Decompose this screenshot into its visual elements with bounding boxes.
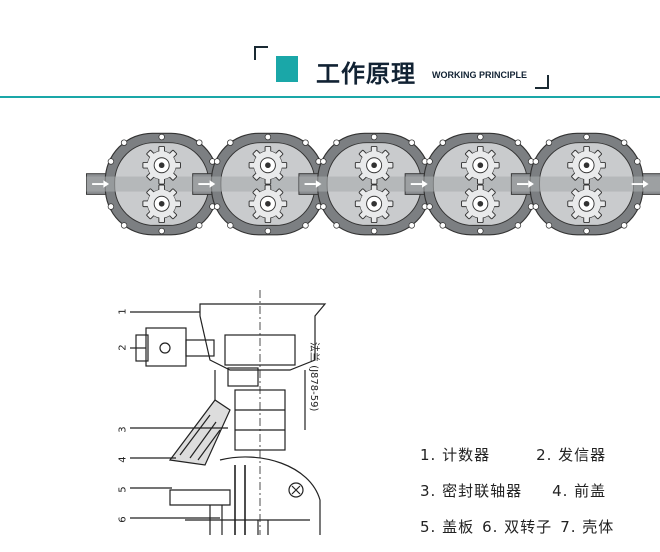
part-number-1: 1 bbox=[117, 308, 129, 315]
legend-item-counter: 1. 计数器 bbox=[420, 446, 491, 464]
legend-row: 1. 计数器 2. 发信器 bbox=[420, 444, 614, 480]
title-english: WORKING PRINCIPLE bbox=[432, 70, 528, 80]
flange-label: 法兰 (J878-59) bbox=[308, 342, 319, 412]
legend-item-transmitter: 2. 发信器 bbox=[536, 446, 607, 464]
header-divider bbox=[0, 96, 660, 98]
pump-stage-5 bbox=[511, 133, 660, 235]
accent-square-icon bbox=[276, 56, 298, 82]
bracket-right-decoration bbox=[535, 75, 549, 89]
legend-item-seal-coupling: 3. 密封联轴器 bbox=[420, 482, 523, 500]
parts-legend: 1. 计数器 2. 发信器 3. 密封联轴器 4. 前盖 5. 盖板 6. 双转子 7.… bbox=[420, 444, 614, 552]
working-principle-stages bbox=[0, 122, 660, 262]
part-number-3: 3 bbox=[117, 426, 129, 433]
part-number-4: 4 bbox=[117, 456, 129, 463]
legend-item-dual-rotor: 6. 双转子 bbox=[482, 518, 553, 536]
legend-item-cover-plate: 5. 盖板 bbox=[420, 518, 475, 536]
legend-item-front-cover: 4. 前盖 bbox=[552, 482, 607, 500]
part-number-6: 6 bbox=[117, 516, 129, 523]
header: 工作原理 WORKING PRINCIPLE bbox=[0, 0, 660, 100]
legend-item-housing: 7. 壳体 bbox=[560, 518, 615, 536]
part-number-2: 2 bbox=[117, 344, 129, 351]
legend-row: 5. 盖板 6. 双转子 7. 壳体 bbox=[420, 516, 614, 552]
bracket-left-decoration bbox=[254, 46, 268, 60]
title-chinese: 工作原理 bbox=[316, 60, 416, 88]
pump-cross-section-drawing bbox=[130, 290, 327, 535]
legend-row: 3. 密封联轴器 4. 前盖 bbox=[420, 480, 614, 516]
part-number-5: 5 bbox=[117, 486, 129, 493]
